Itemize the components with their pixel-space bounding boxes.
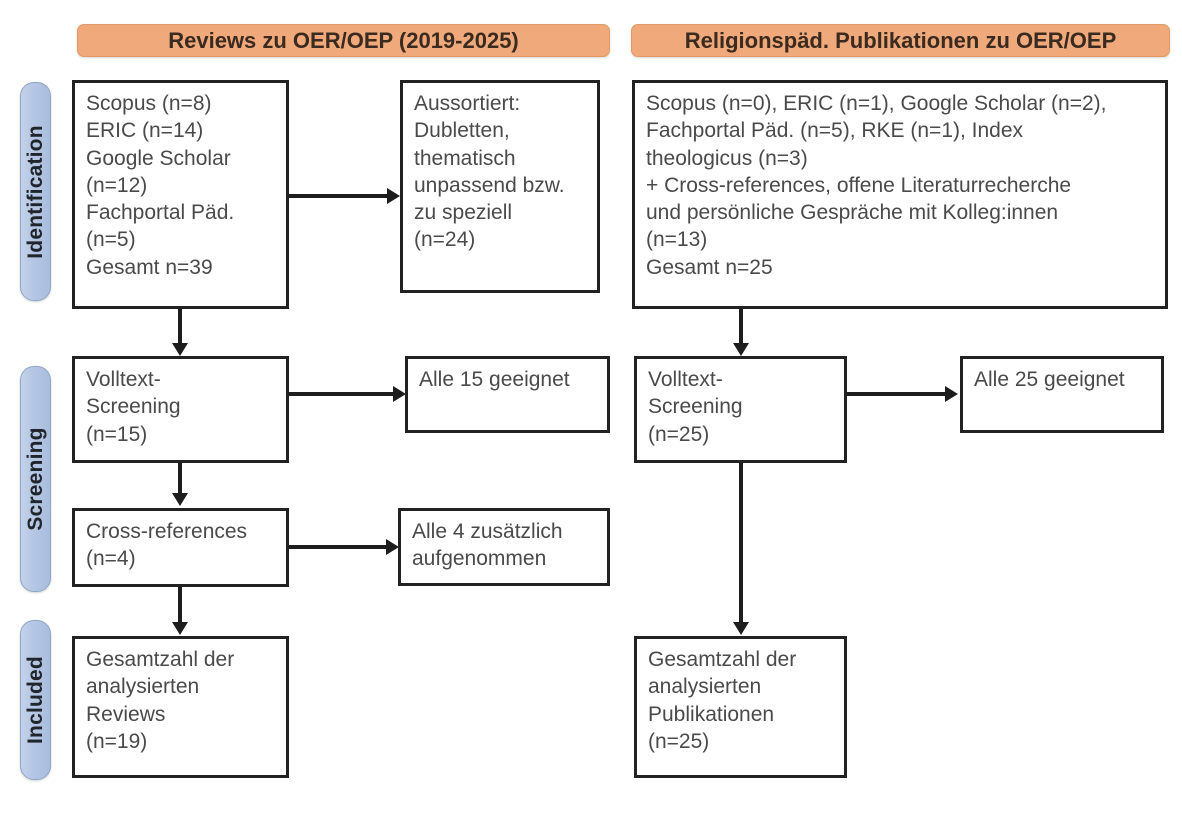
box-line: (n=4) <box>86 547 136 571</box>
box-left-excluded: Aussortiert: Dubletten, thematisch unpas… <box>400 80 600 293</box>
box-line: Volltext- <box>648 368 723 391</box>
box-line: Scopus (n=8) <box>86 92 212 115</box>
column-header-religionspaed: Religionspäd. Publikationen zu OER/OEP <box>631 24 1170 57</box>
box-line: Google Scholar <box>86 146 231 170</box>
box-line: Alle 25 geeignet <box>974 368 1125 391</box>
connector-right-sources-to-screening <box>739 309 743 345</box>
box-line: Gesamtzahl der <box>86 648 235 671</box>
box-line: (n=15) <box>86 422 148 446</box>
box-left-cross-references: Cross-references (n=4) <box>72 508 289 587</box>
arrowhead-right-screening-to-included <box>733 622 749 635</box>
box-right-fulltext-screening: Volltext- Screening (n=25) <box>634 356 847 463</box>
phase-label-included-text: Included <box>23 656 47 744</box>
box-line: theologicus (n=3) <box>646 146 808 170</box>
connector-left-crossrefs-to-added <box>289 545 388 549</box>
arrowhead-left-screening-to-suitable <box>393 386 406 402</box>
box-line: Cross-references <box>86 520 248 543</box>
box-line: (n=19) <box>86 729 148 753</box>
arrowhead-left-sources-to-excluded <box>387 188 400 204</box>
arrowhead-left-sources-to-screening <box>172 343 188 356</box>
connector-left-crossrefs-to-included <box>178 587 182 624</box>
column-header-reviews-text: Reviews zu OER/OEP (2019-2025) <box>168 27 519 53</box>
box-line: Alle 4 zusätzlich <box>412 520 563 543</box>
box-line: Reviews <box>86 702 166 726</box>
box-line: (n=24) <box>414 228 476 252</box>
box-line: + Cross-references, offene Literaturrech… <box>646 173 1072 197</box>
box-line: unpassend bzw. <box>414 173 565 197</box>
arrowhead-left-crossrefs-to-added <box>386 539 399 555</box>
connector-left-sources-to-excluded <box>289 194 389 198</box>
box-line: Aussortiert: <box>414 92 521 115</box>
box-line: Fachportal Päd. (n=5), RKE (n=1), Index <box>646 119 1024 143</box>
connector-right-screening-to-included <box>739 463 743 624</box>
phase-label-screening-text: Screening <box>23 427 47 531</box>
column-header-reviews: Reviews zu OER/OEP (2019-2025) <box>77 24 610 57</box>
box-line: Gesamt n=39 <box>86 255 213 279</box>
box-line: Alle 15 geeignet <box>419 368 570 391</box>
box-line: Publikationen <box>648 702 775 726</box>
box-right-all-suitable: Alle 25 geeignet <box>960 356 1164 433</box>
box-left-all-added: Alle 4 zusätzlich aufgenommen <box>398 508 610 586</box>
connector-left-screening-to-crossrefs <box>178 463 182 495</box>
box-line: Volltext- <box>86 368 161 391</box>
box-right-included-total: Gesamtzahl der analysierten Publikatione… <box>634 636 847 778</box>
connector-left-screening-to-suitable <box>289 392 395 396</box>
phase-label-identification-text: Identification <box>23 124 47 259</box>
box-line: aufgenommen <box>412 547 547 571</box>
box-left-all-suitable: Alle 15 geeignet <box>405 356 610 433</box>
box-line: analysierten <box>86 675 200 699</box>
box-line: Gesamt n=25 <box>646 255 773 279</box>
box-line: Scopus (n=0), ERIC (n=1), Google Scholar… <box>646 92 1107 115</box>
box-right-identification-sources: Scopus (n=0), ERIC (n=1), Google Scholar… <box>632 80 1168 309</box>
box-line: thematisch <box>414 146 516 170</box>
box-line: ERIC (n=14) <box>86 119 204 143</box>
box-left-fulltext-screening: Volltext- Screening (n=15) <box>72 356 289 463</box>
box-line: zu speziell <box>414 201 513 225</box>
connector-left-sources-to-screening <box>178 309 182 345</box>
box-line: Dubletten, <box>414 119 510 143</box>
phase-label-identification: Identification <box>20 82 51 301</box>
arrowhead-left-crossrefs-to-included <box>172 622 188 635</box>
phase-label-screening: Screening <box>20 366 51 592</box>
box-line: (n=5) <box>86 228 136 252</box>
phase-label-included: Included <box>20 620 51 780</box>
column-header-religionspaed-text: Religionspäd. Publikationen zu OER/OEP <box>684 27 1117 53</box>
box-line: (n=25) <box>648 729 710 753</box>
box-line: analysierten <box>648 675 762 699</box>
box-line: Fachportal Päd. <box>86 201 235 225</box>
box-line: (n=12) <box>86 173 148 197</box>
arrowhead-right-screening-to-suitable <box>945 386 958 402</box>
box-line: (n=25) <box>648 422 710 446</box>
box-left-included-total: Gesamtzahl der analysierten Reviews (n=1… <box>72 636 289 778</box>
arrowhead-right-sources-to-screening <box>733 343 749 356</box>
connector-right-screening-to-suitable <box>847 392 947 396</box>
box-left-identification-sources: Scopus (n=8) ERIC (n=14) Google Scholar … <box>72 80 289 309</box>
box-line: und persönliche Gespräche mit Kolleg:inn… <box>646 201 1059 225</box>
box-line: Screening <box>86 395 181 419</box>
arrowhead-left-screening-to-crossrefs <box>172 493 188 506</box>
box-line: Gesamtzahl der <box>648 648 797 671</box>
box-line: Screening <box>648 395 743 419</box>
box-line: (n=13) <box>646 228 708 252</box>
